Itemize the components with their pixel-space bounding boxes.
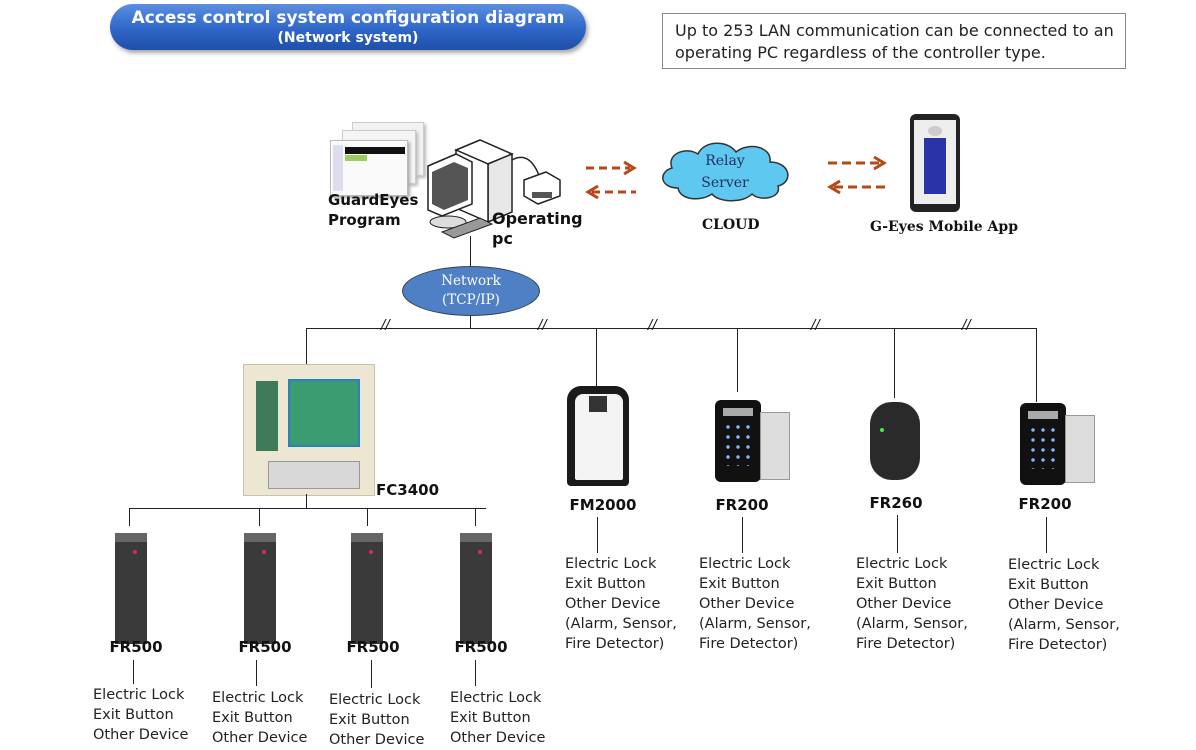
- fr500-io-link: [475, 660, 476, 686]
- fr500-label: FR500: [109, 638, 163, 656]
- break-mark: //: [381, 318, 390, 333]
- fr500-io-link: [133, 660, 134, 684]
- fm2000-device-image: [567, 386, 629, 486]
- break-mark: //: [811, 318, 820, 333]
- guardeyes-program-icon: [330, 122, 425, 196]
- fr500-reader-image: [351, 533, 383, 644]
- fr200-bracket: [760, 412, 790, 480]
- mobile-phone-icon: [910, 114, 960, 212]
- fm2000-label: FM2000: [569, 496, 637, 514]
- pc-network-link: [470, 236, 471, 268]
- fc3400-label: FC3400: [376, 481, 440, 499]
- fr260-label: FR260: [869, 494, 923, 512]
- drop-fr200-a: [737, 328, 738, 392]
- drop-fr500-3: [367, 508, 368, 526]
- fr500-io-link: [256, 660, 257, 686]
- network-tcpip-node: Network(TCP/IP): [402, 266, 540, 316]
- fc3400-sub-bus: [129, 508, 486, 509]
- device-io-link: [742, 517, 743, 553]
- drop-fr500-1: [129, 508, 130, 526]
- break-mark: //: [962, 318, 971, 333]
- drop-fc3400: [306, 328, 307, 364]
- fr500-reader-image: [115, 533, 147, 644]
- device-io-link: [897, 515, 898, 553]
- drop-fr500-4: [475, 508, 476, 526]
- fr200-label: FR200: [1018, 495, 1072, 513]
- subtitle-text: (Network system): [277, 30, 419, 46]
- network-bus-link: [470, 316, 471, 328]
- fr200-keypad-image: [1020, 403, 1066, 485]
- note-box: Up to 253 LAN communication can be conne…: [662, 13, 1126, 69]
- fr500-reader-image: [460, 533, 492, 644]
- network-bus: [306, 328, 1036, 329]
- cloud-mobile-arrows: [827, 155, 887, 195]
- device-io-link: [597, 517, 598, 553]
- break-mark: //: [648, 318, 657, 333]
- cloud-label: CLOUD: [702, 217, 760, 233]
- drop-fm2000: [596, 328, 597, 386]
- title-text: Access control system configuration diag…: [131, 8, 565, 28]
- pc-cloud-arrows: [585, 160, 637, 200]
- fr500-io-link: [371, 660, 372, 688]
- fr200-label: FR200: [715, 496, 769, 514]
- fr200-keypad-image: [715, 400, 761, 482]
- drop-fr200-b: [1036, 328, 1037, 402]
- fc3400-sub-link: [306, 494, 307, 508]
- fr260-reader-image: [870, 402, 920, 480]
- device-io-link: [1046, 517, 1047, 553]
- drop-fr500-2: [259, 508, 260, 526]
- mobile-app-label: G-Eyes Mobile App: [870, 219, 1018, 235]
- drop-fr260: [894, 328, 895, 398]
- cloud-icon: [662, 142, 789, 202]
- fr500-label: FR500: [346, 638, 400, 656]
- fc3400-controller-image: [243, 364, 375, 496]
- fr500-label: FR500: [238, 638, 292, 656]
- diagram-title: Access control system configuration diag…: [110, 4, 586, 50]
- fr500-reader-image: [244, 533, 276, 644]
- fr500-label: FR500: [454, 638, 508, 656]
- fr200-bracket: [1065, 415, 1095, 483]
- break-mark: //: [538, 318, 547, 333]
- operating-pc-icon: [427, 139, 561, 239]
